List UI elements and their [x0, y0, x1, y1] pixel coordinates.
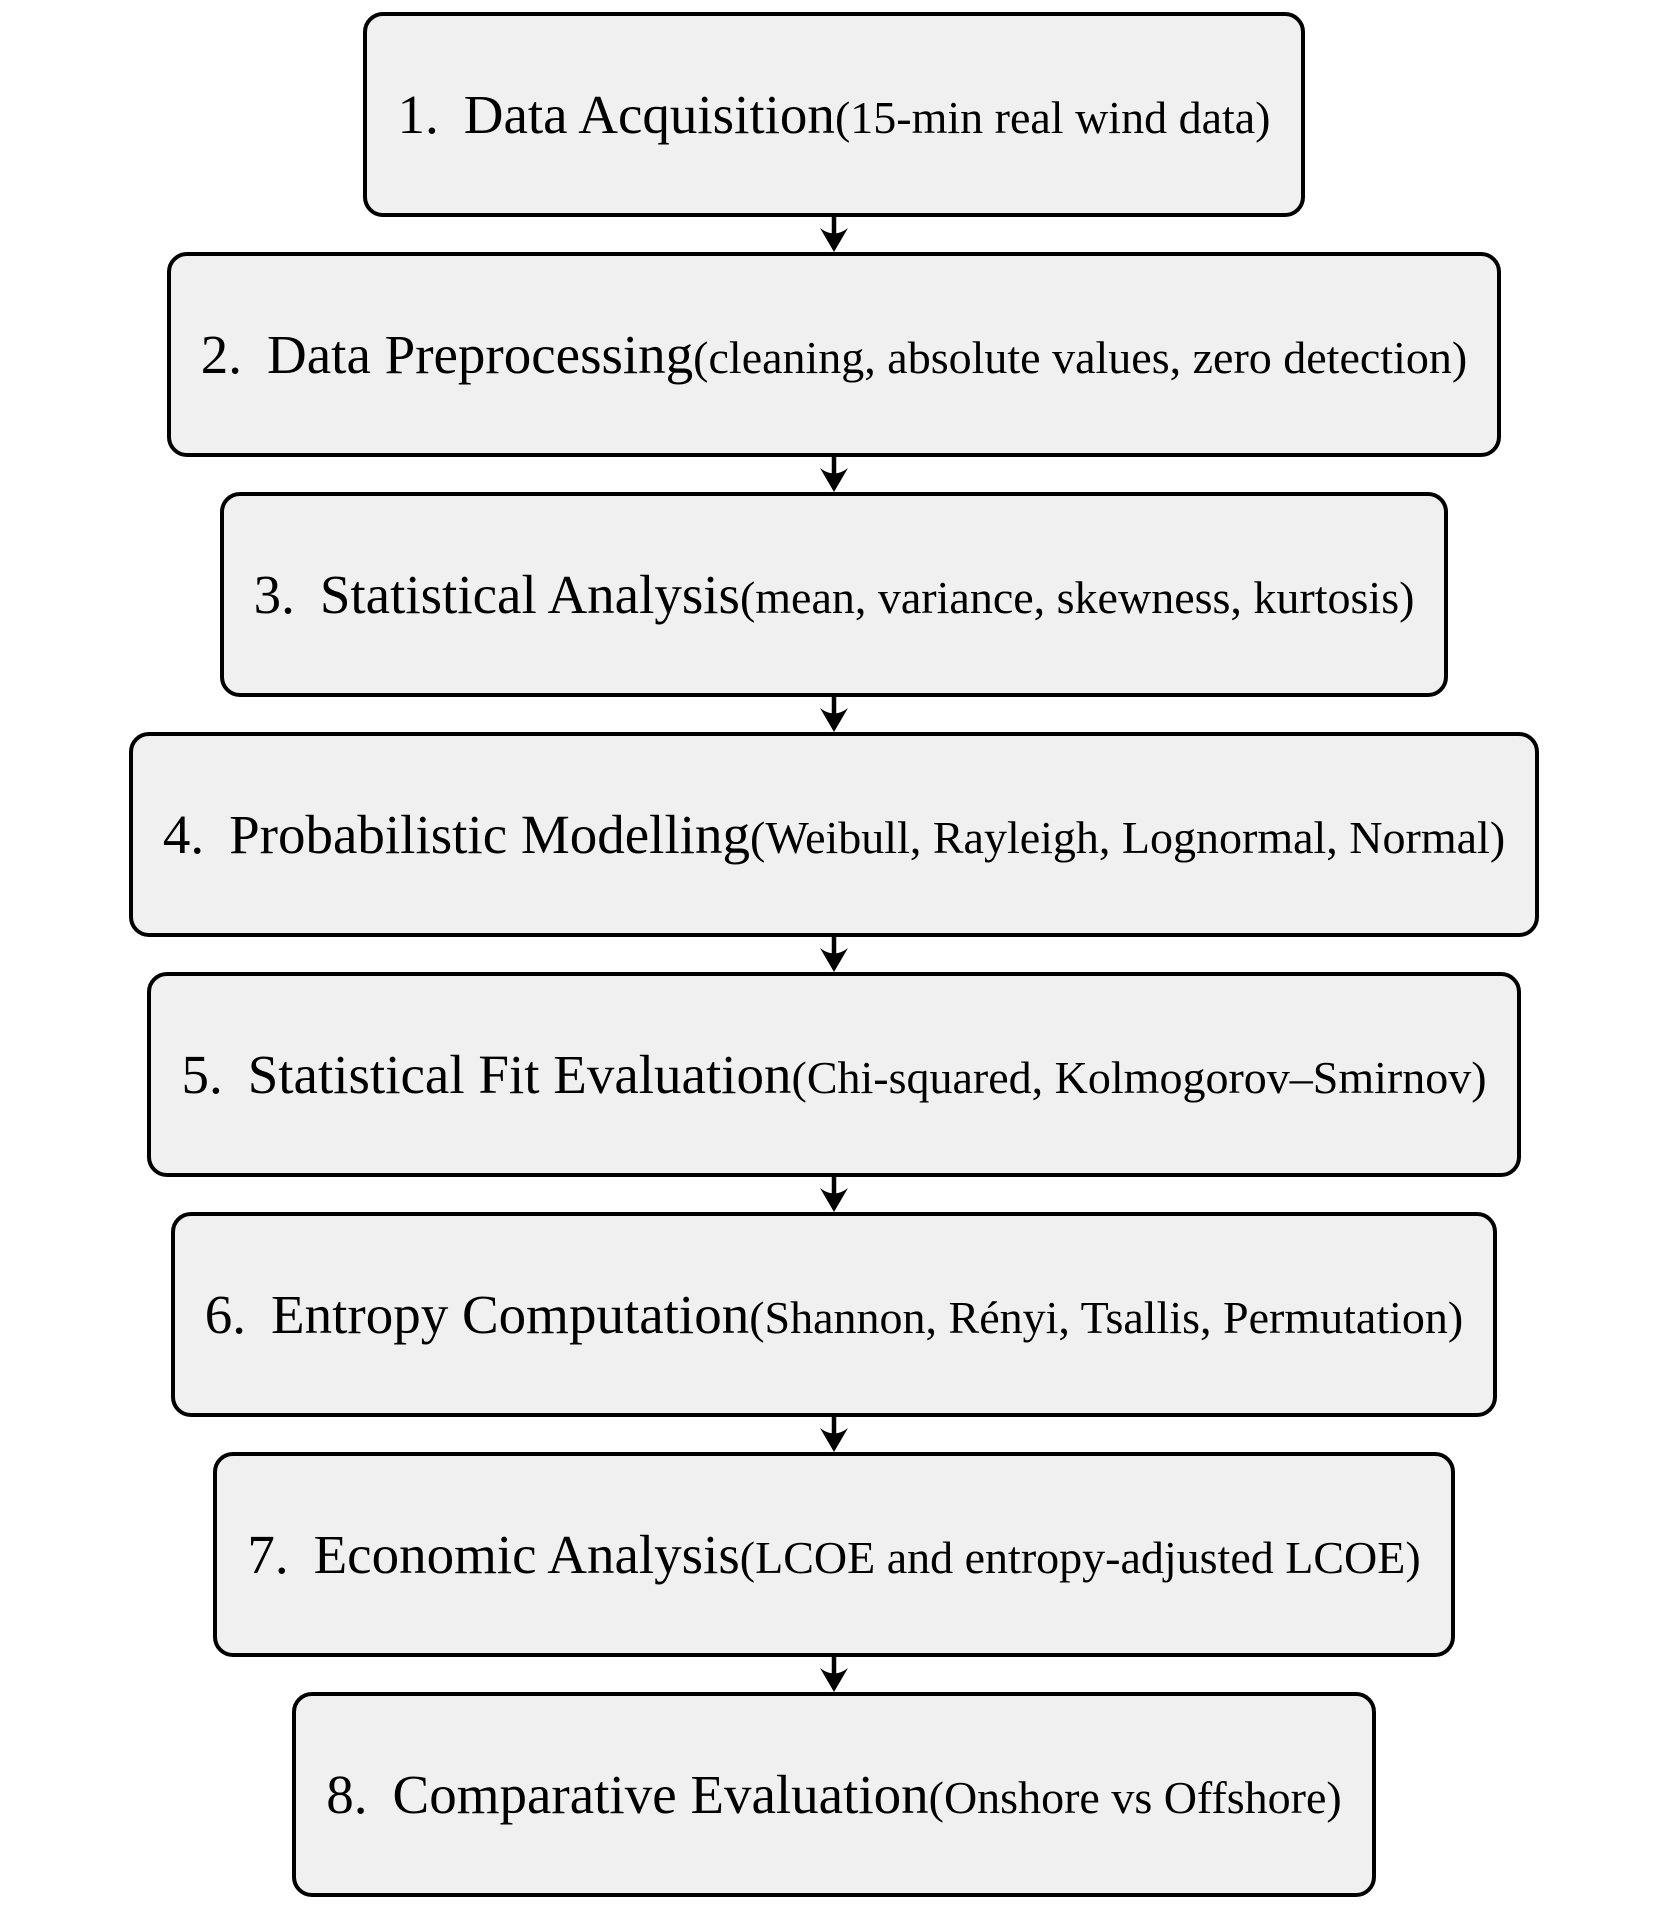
step-detail: (Weibull, Rayleigh, Lognormal, Normal)	[750, 812, 1506, 863]
arrow-down-icon	[820, 937, 848, 972]
flow-step-3-text: 3. Statistical Analysis(mean, variance, s…	[254, 563, 1415, 626]
step-number: 4.	[162, 804, 205, 865]
step-number: 2.	[200, 324, 243, 385]
step-detail: (Shannon, Rényi, Tsallis, Permutation)	[749, 1292, 1464, 1343]
step-detail: (Chi-squared, Kolmogorov–Smirnov)	[791, 1052, 1487, 1103]
step-label: Economic Analysis	[313, 1524, 740, 1585]
flow-step-4: 4. Probabilistic Modelling(Weibull, Rayle…	[128, 732, 1540, 937]
step-number: 5.	[181, 1044, 223, 1105]
flow-step-2-text: 2. Data Preprocessing(cleaning, absolute …	[201, 323, 1467, 386]
step-detail: (15-min real wind data)	[834, 92, 1271, 143]
arrow-down-icon	[820, 1417, 848, 1452]
flow-step-2: 2. Data Preprocessing(cleaning, absolute …	[166, 252, 1502, 457]
step-number: 6.	[204, 1284, 247, 1345]
flow-step-6: 6. Entropy Computation(Shannon, Rényi, Ts…	[170, 1212, 1498, 1417]
step-number: 7.	[247, 1524, 289, 1585]
step-detail: (Onshore vs Offshore)	[928, 1772, 1342, 1823]
flow-step-7-text: 7. Economic Analysis(LCOE and entropy-adj…	[247, 1523, 1420, 1586]
flow-step-4-text: 4. Probabilistic Modelling(Weibull, Rayle…	[163, 803, 1505, 866]
step-label: Data Acquisition	[463, 84, 835, 145]
step-label: Statistical Fit Evaluation	[247, 1044, 792, 1105]
flow-step-5: 5. Statistical Fit Evaluation(Chi-squared…	[147, 972, 1521, 1177]
flow-step-6-text: 6. Entropy Computation(Shannon, Rényi, Ts…	[205, 1283, 1463, 1346]
step-label: Data Preprocessing	[267, 324, 694, 385]
arrow-down-icon	[820, 697, 848, 732]
flow-step-7: 7. Economic Analysis(LCOE and entropy-adj…	[213, 1452, 1455, 1657]
step-detail: (mean, variance, skewness, kurtosis)	[739, 572, 1415, 623]
step-number: 3.	[253, 564, 295, 625]
arrow-down-icon	[820, 217, 848, 252]
arrow-down-icon	[820, 1657, 848, 1692]
flow-step-5-text: 5. Statistical Fit Evaluation(Chi-squared…	[181, 1043, 1486, 1106]
flow-step-1: 1. Data Acquisition(15-min real wind data…	[363, 12, 1305, 217]
step-detail: (cleaning, absolute values, zero detecti…	[693, 332, 1468, 383]
arrow-down-icon	[820, 457, 848, 492]
step-label: Entropy Computation	[271, 1284, 750, 1345]
step-label: Statistical Analysis	[319, 564, 740, 625]
flow-step-1-text: 1. Data Acquisition(15-min real wind data…	[397, 83, 1270, 146]
step-number: 1.	[397, 84, 439, 145]
flow-step-8: 8. Comparative Evaluation(Onshore vs Offs…	[292, 1692, 1376, 1897]
step-number: 8.	[326, 1764, 368, 1825]
arrow-down-icon	[820, 1177, 848, 1212]
flow-step-3: 3. Statistical Analysis(mean, variance, s…	[219, 492, 1449, 697]
flow-step-8-text: 8. Comparative Evaluation(Onshore vs Offs…	[326, 1763, 1341, 1826]
step-label: Comparative Evaluation	[392, 1764, 929, 1825]
step-label: Probabilistic Modelling	[229, 804, 751, 865]
step-detail: (LCOE and entropy-adjusted LCOE)	[739, 1532, 1421, 1583]
